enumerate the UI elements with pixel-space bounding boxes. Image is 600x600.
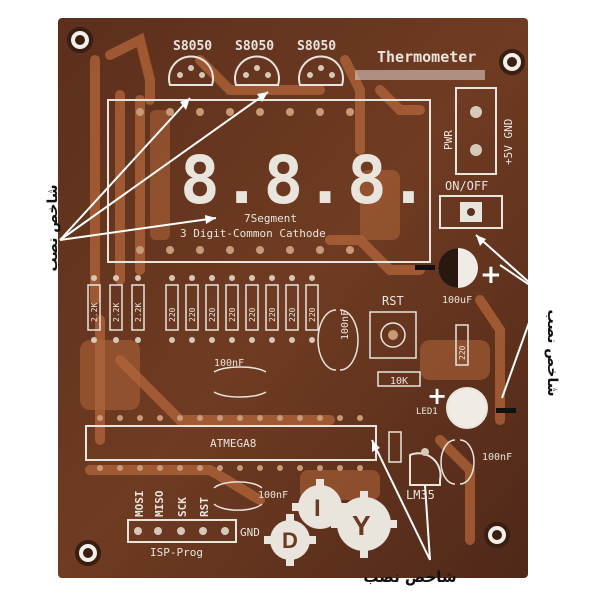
lm35-label: LM35 xyxy=(406,488,435,502)
blurred-text-strip xyxy=(355,70,485,80)
rst-label: RST xyxy=(382,294,404,308)
power-connector xyxy=(455,87,497,175)
diy-logo: D I Y xyxy=(264,479,397,566)
electrolytic-capacitor xyxy=(438,248,478,288)
resistor-label-9: 220 xyxy=(268,307,277,322)
isp-label: ISP-Prog xyxy=(150,546,203,559)
isp-pin-sck: SCK xyxy=(176,497,189,517)
pwr-label: PWR xyxy=(442,130,455,150)
resistor-label-2: 2.2K xyxy=(112,303,121,322)
logo-letter-y: Y xyxy=(352,510,371,541)
mcu-footprint xyxy=(85,415,377,471)
resistor-label-1: 2.2K xyxy=(90,303,99,322)
transistor-label-1: S8050 xyxy=(173,39,212,54)
plus-mark-cap: + xyxy=(480,260,502,290)
annotation-label-right: شاخص نصب xyxy=(544,310,560,397)
display-label-7segment: 7Segment xyxy=(244,212,297,225)
resistor-label-11: 220 xyxy=(308,307,317,322)
supply-label: +5V GND xyxy=(502,119,515,165)
annotation-label-left: شاخص نصب xyxy=(45,185,61,272)
reset-button-footprint xyxy=(369,311,417,359)
display-digits: 8.8.8. xyxy=(180,142,430,219)
resistor-label-3: 2.2K xyxy=(134,303,143,322)
cap-100nf-label-4: 100nF xyxy=(258,490,288,501)
mcu-label: ATMEGA8 xyxy=(210,437,256,450)
transistor-footprints xyxy=(168,55,344,86)
display-footprint xyxy=(107,99,431,263)
r10k-label: 10K xyxy=(390,376,408,387)
cap-100nf-outline-1 xyxy=(317,309,359,371)
cap-100nf-outline-2 xyxy=(213,366,267,398)
transistor-label-2: S8050 xyxy=(235,39,274,54)
cap-100nf-label-3: 100nF xyxy=(482,452,512,463)
resistor-label-12: 220 xyxy=(458,345,467,360)
logo-letter-d: D xyxy=(282,528,298,553)
resistor-label-8: 220 xyxy=(248,307,257,322)
isp-header-footprint xyxy=(127,519,237,543)
led-label: LED1 xyxy=(416,407,438,417)
switch-label: ON/OFF xyxy=(445,179,488,193)
isp-pin-mosi: MOSI xyxy=(133,491,146,518)
resistor-label-6: 220 xyxy=(208,307,217,322)
cap-100uf-label: 100uF xyxy=(442,295,472,306)
resistor-label-5: 220 xyxy=(188,307,197,322)
resistor-label-4: 220 xyxy=(168,307,177,322)
led-footprint xyxy=(446,387,488,429)
annotation-arrowheads xyxy=(180,92,486,452)
resistor-row xyxy=(87,275,469,366)
cap-100nf-label-2: 100nF xyxy=(214,358,244,369)
board-title: Thermometer xyxy=(377,48,476,66)
r10k-footprint xyxy=(377,371,421,387)
small-footprint xyxy=(388,431,402,463)
plus-mark-led: + xyxy=(427,382,447,410)
annotation-label-bottom: شاخص نصب xyxy=(363,568,456,586)
lm35-footprint xyxy=(409,448,442,486)
logo-letter-i: I xyxy=(314,495,321,522)
transistor-label-3: S8050 xyxy=(297,39,336,54)
cap-100nf-outline-3 xyxy=(440,439,475,485)
minus-mark-cap xyxy=(415,265,435,270)
display-label-type: 3 Digit-Common Cathode xyxy=(180,227,326,240)
cap-100nf-outline-4 xyxy=(213,481,263,511)
cap-100nf-label-1: 100nF xyxy=(340,310,351,340)
isp-pin-miso: MISO xyxy=(153,490,166,517)
minus-mark-led xyxy=(496,408,516,413)
gnd-label: GND xyxy=(240,526,260,539)
resistor-label-7: 220 xyxy=(228,307,237,322)
annotation-arrows xyxy=(59,91,541,561)
isp-pin-rst: RST xyxy=(198,497,211,517)
resistor-label-10: 220 xyxy=(288,307,297,322)
switch-footprint xyxy=(439,195,503,229)
